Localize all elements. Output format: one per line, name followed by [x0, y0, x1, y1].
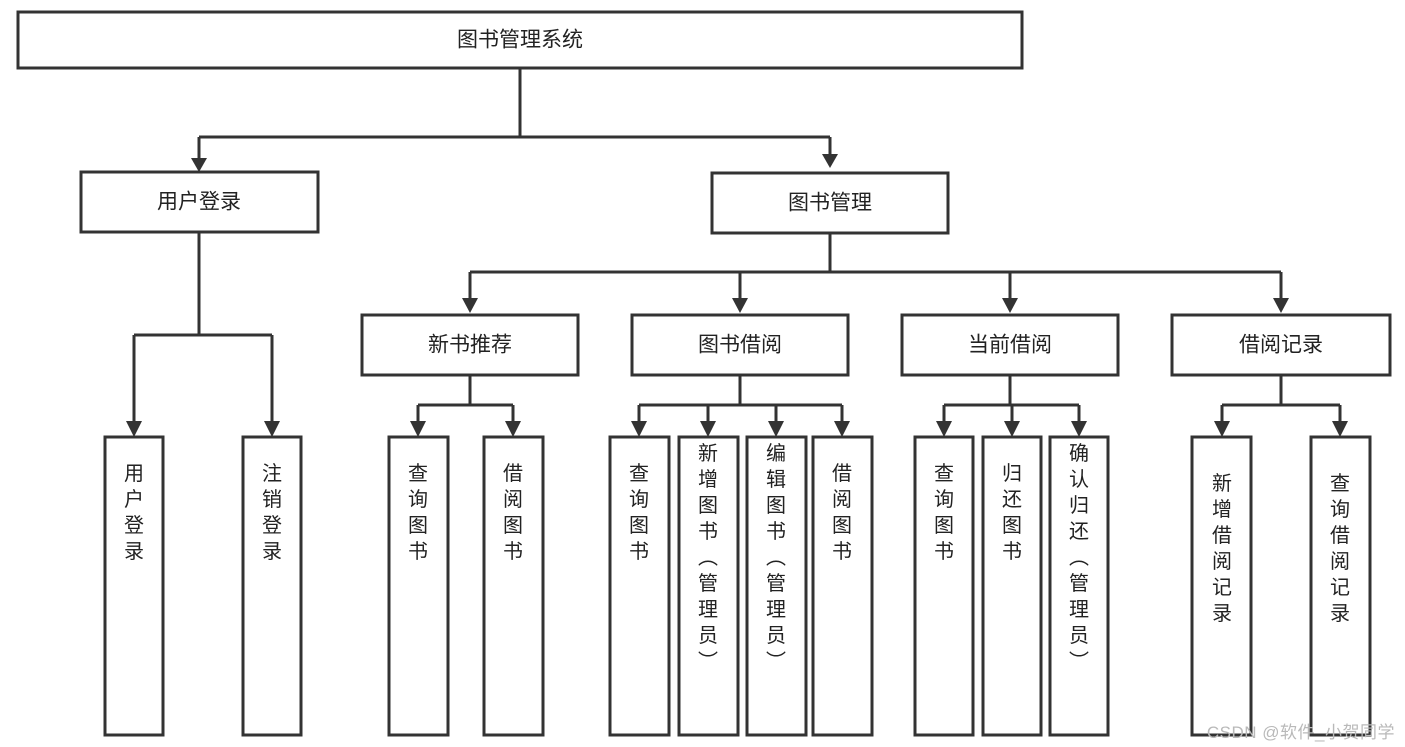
- node-current-borrow-box[interactable]: [900, 313, 1120, 377]
- arrow-to-book-manage: [822, 154, 838, 168]
- node-leaf-rec-borrow-label: 借阅图书: [503, 462, 523, 563]
- node-leaf-bb-query-label: 查询图书: [629, 462, 649, 563]
- arrow-leaf-rec-query: [410, 421, 426, 437]
- node-book-borrow-box[interactable]: [630, 313, 850, 377]
- node-borrow-record-label: 借阅记录: [1239, 334, 1323, 357]
- node-leaf-bb-borrow-box[interactable]: [811, 435, 874, 737]
- node-leaf-cb-return[interactable]: 归还图书: [981, 435, 1043, 737]
- node-book-borrow-label: 图书借阅: [698, 334, 782, 357]
- arrow-leaf-cb-return: [1004, 421, 1020, 437]
- arrow-leaf-user-logout: [264, 421, 280, 437]
- node-leaf-bb-edit[interactable]: 编辑图书︵管理员︶: [745, 435, 808, 737]
- node-leaf-rec-query-box[interactable]: [387, 435, 450, 737]
- node-leaf-cb-return-box[interactable]: [981, 435, 1043, 737]
- node-user-login-label: 用户登录: [157, 191, 241, 214]
- arrow-leaf-bb-add: [700, 421, 716, 437]
- node-leaf-user-login-label: 用户登录: [124, 463, 144, 563]
- csdn-watermark: CSDN @软件_小贺同学: [1206, 723, 1395, 742]
- node-leaf-cb-confirm[interactable]: 确认归还︵管理员︶: [1048, 435, 1110, 737]
- node-leaf-user-logout[interactable]: 注销登录: [241, 435, 303, 737]
- node-leaf-bb-add-box[interactable]: [677, 435, 740, 737]
- node-leaf-cb-query-box[interactable]: [913, 435, 975, 737]
- node-leaf-br-add[interactable]: 新增借阅记录: [1190, 435, 1253, 737]
- node-leaf-bb-add[interactable]: 新增图书︵管理员︶: [677, 435, 740, 737]
- node-new-book-rec[interactable]: 新书推荐: [360, 313, 580, 377]
- node-leaf-bb-edit-box[interactable]: [745, 435, 808, 737]
- node-leaf-br-add-label: 新增借阅记录: [1212, 472, 1232, 625]
- node-user-login[interactable]: 用户登录: [79, 170, 320, 234]
- node-leaf-br-query-box[interactable]: [1309, 435, 1372, 737]
- node-user-login-box[interactable]: [79, 170, 320, 234]
- node-leaf-user-login-box[interactable]: [103, 435, 165, 737]
- node-book-manage-label: 图书管理: [788, 192, 872, 215]
- arrow-to-borrow-record: [1273, 298, 1289, 313]
- connector-layer: [126, 68, 1348, 437]
- arrow-to-current-borrow: [1002, 298, 1018, 313]
- arrow-leaf-user-login: [126, 421, 142, 437]
- arrow-leaf-rec-borrow: [505, 421, 521, 437]
- node-borrow-record[interactable]: 借阅记录: [1170, 313, 1392, 377]
- node-leaf-cb-confirm-label: 确认归还︵管理员︶: [1069, 442, 1089, 673]
- node-book-manage-box[interactable]: [710, 171, 950, 235]
- node-leaf-cb-query-label: 查询图书: [934, 462, 954, 563]
- node-leaf-bb-borrow[interactable]: 借阅图书: [811, 435, 874, 737]
- node-current-borrow-label: 当前借阅: [968, 334, 1052, 357]
- node-leaf-cb-return-label: 归还图书: [1002, 462, 1022, 563]
- node-leaf-bb-edit-label: 编辑图书︵管理员︶: [766, 442, 786, 673]
- node-leaf-br-query-label: 查询借阅记录: [1330, 472, 1350, 625]
- arrow-leaf-bb-borrow: [834, 421, 850, 437]
- arrow-to-user-login: [191, 158, 207, 172]
- node-leaf-br-add-box[interactable]: [1190, 435, 1253, 737]
- node-current-borrow[interactable]: 当前借阅: [900, 313, 1120, 377]
- node-leaf-rec-borrow[interactable]: 借阅图书: [482, 435, 545, 737]
- node-leaf-bb-borrow-label: 借阅图书: [832, 462, 852, 563]
- arrow-leaf-cb-query: [936, 421, 952, 437]
- node-leaf-br-query[interactable]: 查询借阅记录: [1309, 435, 1372, 737]
- node-leaf-bb-query-box[interactable]: [608, 435, 671, 737]
- node-leaf-user-logout-box[interactable]: [241, 435, 303, 737]
- node-new-book-rec-label: 新书推荐: [428, 334, 512, 357]
- node-leaf-rec-borrow-box[interactable]: [482, 435, 545, 737]
- node-root-label: 图书管理系统: [457, 29, 583, 52]
- node-leaf-rec-query[interactable]: 查询图书: [387, 435, 450, 737]
- node-leaf-user-logout-label: 注销登录: [262, 462, 282, 563]
- node-leaf-user-login[interactable]: 用户登录: [103, 435, 165, 737]
- arrow-leaf-bb-edit: [768, 421, 784, 437]
- node-book-manage[interactable]: 图书管理: [710, 171, 950, 235]
- arrow-leaf-bb-query: [631, 421, 647, 437]
- arrow-leaf-br-query: [1332, 421, 1348, 437]
- node-leaf-bb-query[interactable]: 查询图书: [608, 435, 671, 737]
- arrow-leaf-br-add: [1214, 421, 1230, 437]
- node-root-box[interactable]: [16, 10, 1024, 70]
- node-borrow-record-box[interactable]: [1170, 313, 1392, 377]
- arrow-to-new-book-rec: [462, 298, 478, 313]
- arrow-leaf-cb-confirm: [1071, 421, 1087, 437]
- node-leaf-bb-add-label: 新增图书︵管理员︶: [698, 442, 718, 673]
- arrow-to-book-borrow: [732, 298, 748, 313]
- node-leaf-cb-query[interactable]: 查询图书: [913, 435, 975, 737]
- node-leaf-rec-query-label: 查询图书: [408, 462, 428, 563]
- node-new-book-rec-box[interactable]: [360, 313, 580, 377]
- node-book-borrow[interactable]: 图书借阅: [630, 313, 850, 377]
- node-root[interactable]: 图书管理系统: [16, 10, 1024, 70]
- node-leaf-cb-confirm-box[interactable]: [1048, 435, 1110, 737]
